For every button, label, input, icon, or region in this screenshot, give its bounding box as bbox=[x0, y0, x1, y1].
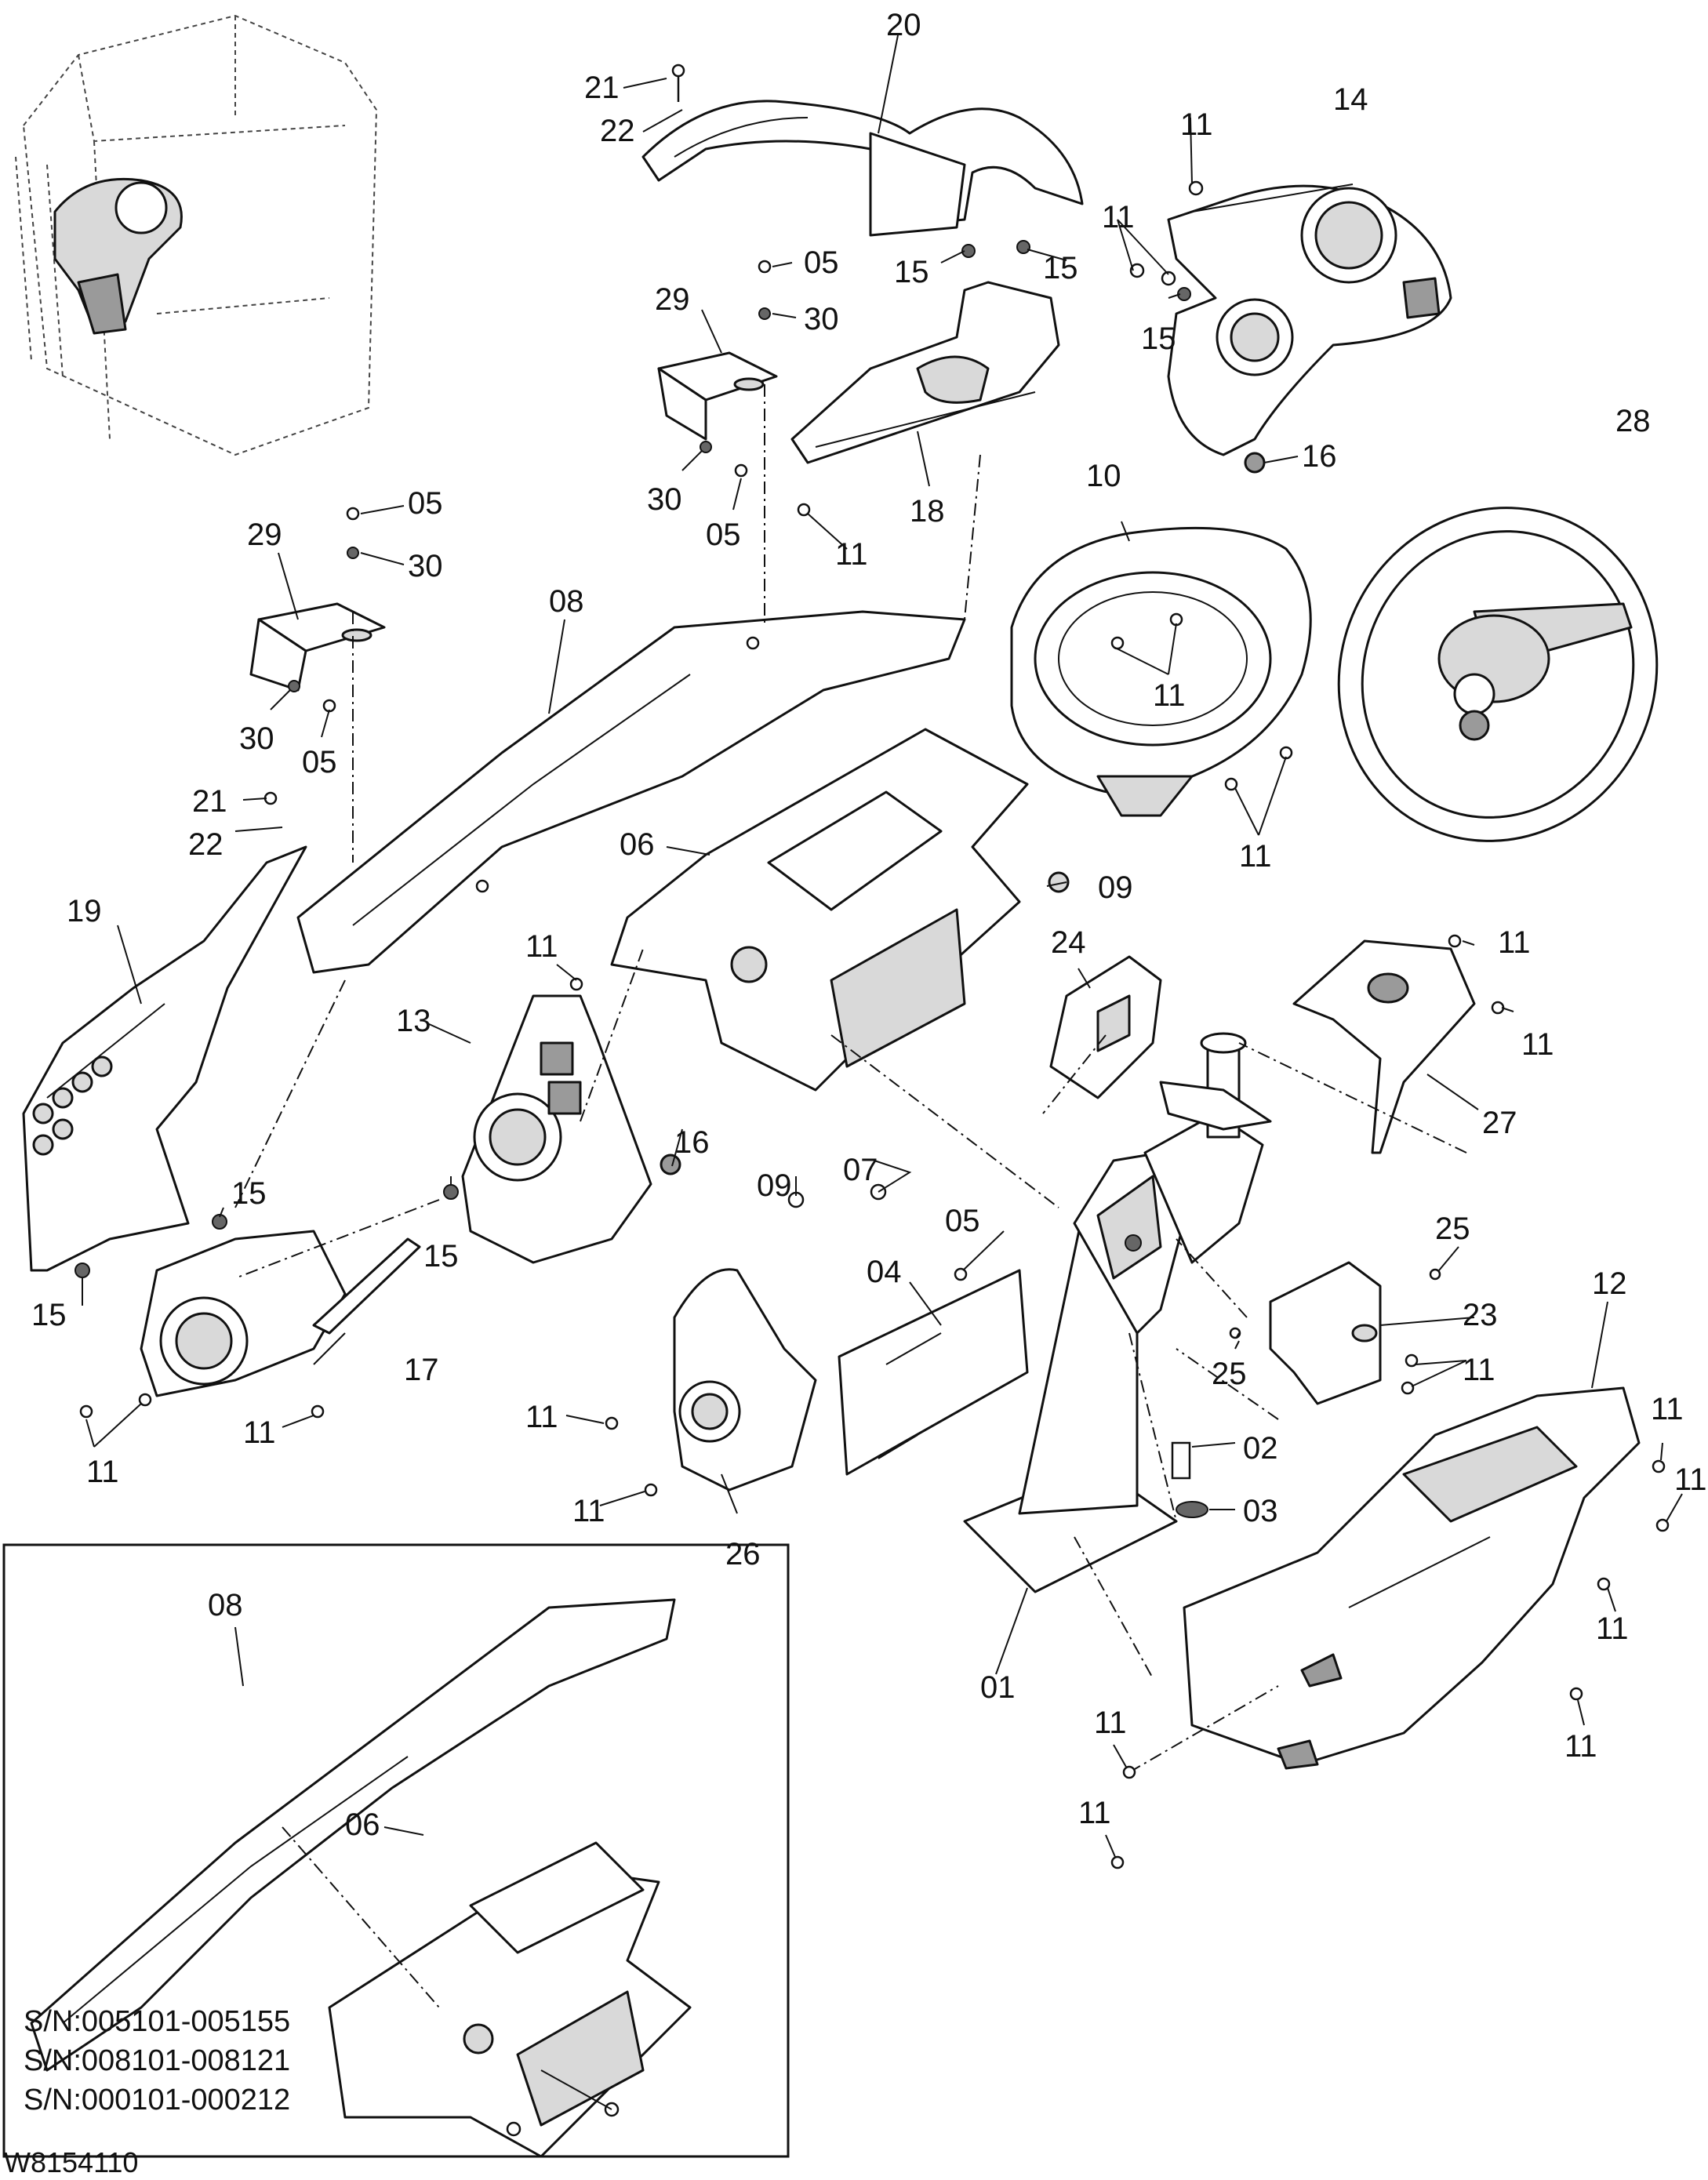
callout-05: 05 bbox=[302, 745, 337, 779]
callout-11: 11 bbox=[1564, 1729, 1597, 1764]
callout-05: 05 bbox=[706, 518, 741, 552]
callout-11: 11 bbox=[1078, 1796, 1111, 1830]
fasteners bbox=[74, 64, 1670, 1869]
callout-09: 09 bbox=[1098, 870, 1133, 905]
callout-07: 07 bbox=[843, 1153, 878, 1187]
part-18-column-upper-cover bbox=[790, 281, 1060, 464]
callout-12: 12 bbox=[1592, 1266, 1627, 1301]
callout-03: 03 bbox=[1243, 1494, 1278, 1528]
inset-serial-2: S/N:008101-008121 bbox=[24, 2044, 290, 2077]
callout-11: 11 bbox=[243, 1415, 276, 1450]
callout-11: 11 bbox=[1463, 1353, 1495, 1387]
callout-02: 02 bbox=[1243, 1431, 1278, 1466]
part-01-steering-column bbox=[963, 1032, 1272, 1593]
callout-11: 11 bbox=[1153, 678, 1186, 713]
callout-25: 25 bbox=[1435, 1212, 1470, 1246]
callout-11: 11 bbox=[1521, 1027, 1554, 1062]
inset-callout-06: 06 bbox=[345, 1808, 380, 1842]
callout-15: 15 bbox=[231, 1176, 267, 1211]
part-29-bracket-upper bbox=[657, 351, 778, 441]
callout-labels: 20 21 22 14 11 11 15 15 15 05 30 29 16 3… bbox=[31, 8, 1707, 1830]
callout-11: 11 bbox=[1180, 107, 1213, 142]
leader-lines bbox=[82, 35, 1683, 1858]
part-20-upper-cover bbox=[641, 100, 1084, 237]
callout-30: 30 bbox=[408, 549, 443, 583]
inset-callout-08: 08 bbox=[208, 1588, 243, 1622]
callout-11: 11 bbox=[1651, 1392, 1684, 1426]
callout-20: 20 bbox=[886, 8, 921, 42]
part-04-plate bbox=[838, 1269, 1029, 1476]
callout-10: 10 bbox=[1086, 459, 1121, 493]
callout-17: 17 bbox=[404, 1353, 439, 1387]
part-08-dash-frame bbox=[296, 610, 966, 974]
callout-25: 25 bbox=[1212, 1357, 1247, 1391]
drawing-code: W8154110 bbox=[4, 2146, 138, 2178]
callout-15: 15 bbox=[894, 255, 929, 289]
inset-variant-box: 08 06 S/N:005101-005155 S/N:008101-00812… bbox=[2, 1543, 790, 2158]
part-10-hub-cover bbox=[1010, 526, 1312, 817]
callout-05: 05 bbox=[408, 486, 443, 521]
part-29-bracket-left bbox=[249, 602, 386, 692]
part-28-steering-wheel bbox=[1337, 507, 1659, 842]
callout-18: 18 bbox=[910, 494, 945, 529]
callout-11: 11 bbox=[1239, 839, 1272, 874]
callout-11: 11 bbox=[525, 1400, 558, 1434]
callout-30: 30 bbox=[239, 721, 274, 756]
callout-08: 08 bbox=[549, 584, 584, 619]
callout-22: 22 bbox=[600, 114, 635, 148]
callout-15: 15 bbox=[1043, 251, 1078, 285]
part-19-left-dash-cover bbox=[22, 845, 307, 1272]
callout-06: 06 bbox=[620, 827, 655, 862]
callout-23: 23 bbox=[1463, 1298, 1498, 1332]
part-13-gauge-housing bbox=[461, 994, 652, 1264]
part-14-right-gauge-panel bbox=[1167, 184, 1452, 456]
callout-26: 26 bbox=[725, 1537, 761, 1571]
callout-29: 29 bbox=[655, 282, 690, 317]
callout-22: 22 bbox=[188, 827, 223, 862]
callout-28: 28 bbox=[1615, 404, 1651, 438]
inset-serial-3: S/N:000101-000212 bbox=[24, 2084, 290, 2116]
callout-21: 21 bbox=[192, 784, 227, 819]
callout-14: 14 bbox=[1333, 82, 1368, 117]
part-12-lower-column-cover bbox=[1183, 1386, 1641, 1770]
callout-05: 05 bbox=[804, 245, 839, 280]
part-06-mounting-frame bbox=[610, 728, 1029, 1092]
callout-16: 16 bbox=[674, 1125, 710, 1160]
part-24-bracket bbox=[1049, 955, 1162, 1099]
callout-09: 09 bbox=[757, 1168, 792, 1203]
callout-24: 24 bbox=[1051, 925, 1086, 960]
callout-15: 15 bbox=[423, 1239, 459, 1273]
callout-13: 13 bbox=[396, 1004, 431, 1038]
assembly-lines bbox=[234, 384, 1467, 1773]
callout-11: 11 bbox=[1102, 200, 1135, 234]
callout-29: 29 bbox=[247, 518, 282, 552]
callout-16: 16 bbox=[1302, 439, 1337, 474]
part-26-small-cover bbox=[673, 1268, 817, 1491]
part-27-column-cover bbox=[1292, 939, 1476, 1154]
callout-11: 11 bbox=[1674, 1462, 1707, 1497]
callout-11: 11 bbox=[525, 929, 558, 964]
callout-04: 04 bbox=[867, 1255, 902, 1289]
callout-21: 21 bbox=[584, 71, 620, 105]
callout-15: 15 bbox=[1141, 322, 1176, 356]
callout-11: 11 bbox=[835, 537, 868, 572]
callout-15: 15 bbox=[31, 1298, 67, 1332]
part-23-bracket bbox=[1269, 1261, 1382, 1405]
part-17-left-lower-bracket bbox=[140, 1230, 421, 1397]
callout-05: 05 bbox=[945, 1204, 980, 1238]
inset-serial-1: S/N:005101-005155 bbox=[24, 2005, 290, 2038]
callout-19: 19 bbox=[67, 894, 102, 928]
switch-buttons bbox=[32, 1055, 113, 1156]
callout-27: 27 bbox=[1482, 1106, 1517, 1140]
callout-11: 11 bbox=[86, 1455, 119, 1489]
callout-11: 11 bbox=[1094, 1706, 1127, 1740]
callout-11: 11 bbox=[1498, 925, 1531, 960]
cab-locator-thumbnail bbox=[15, 14, 378, 456]
callout-01: 01 bbox=[980, 1670, 1016, 1705]
callout-30: 30 bbox=[647, 482, 682, 517]
callout-11: 11 bbox=[1596, 1611, 1629, 1646]
callout-30: 30 bbox=[804, 302, 839, 336]
callout-11: 11 bbox=[572, 1494, 605, 1528]
